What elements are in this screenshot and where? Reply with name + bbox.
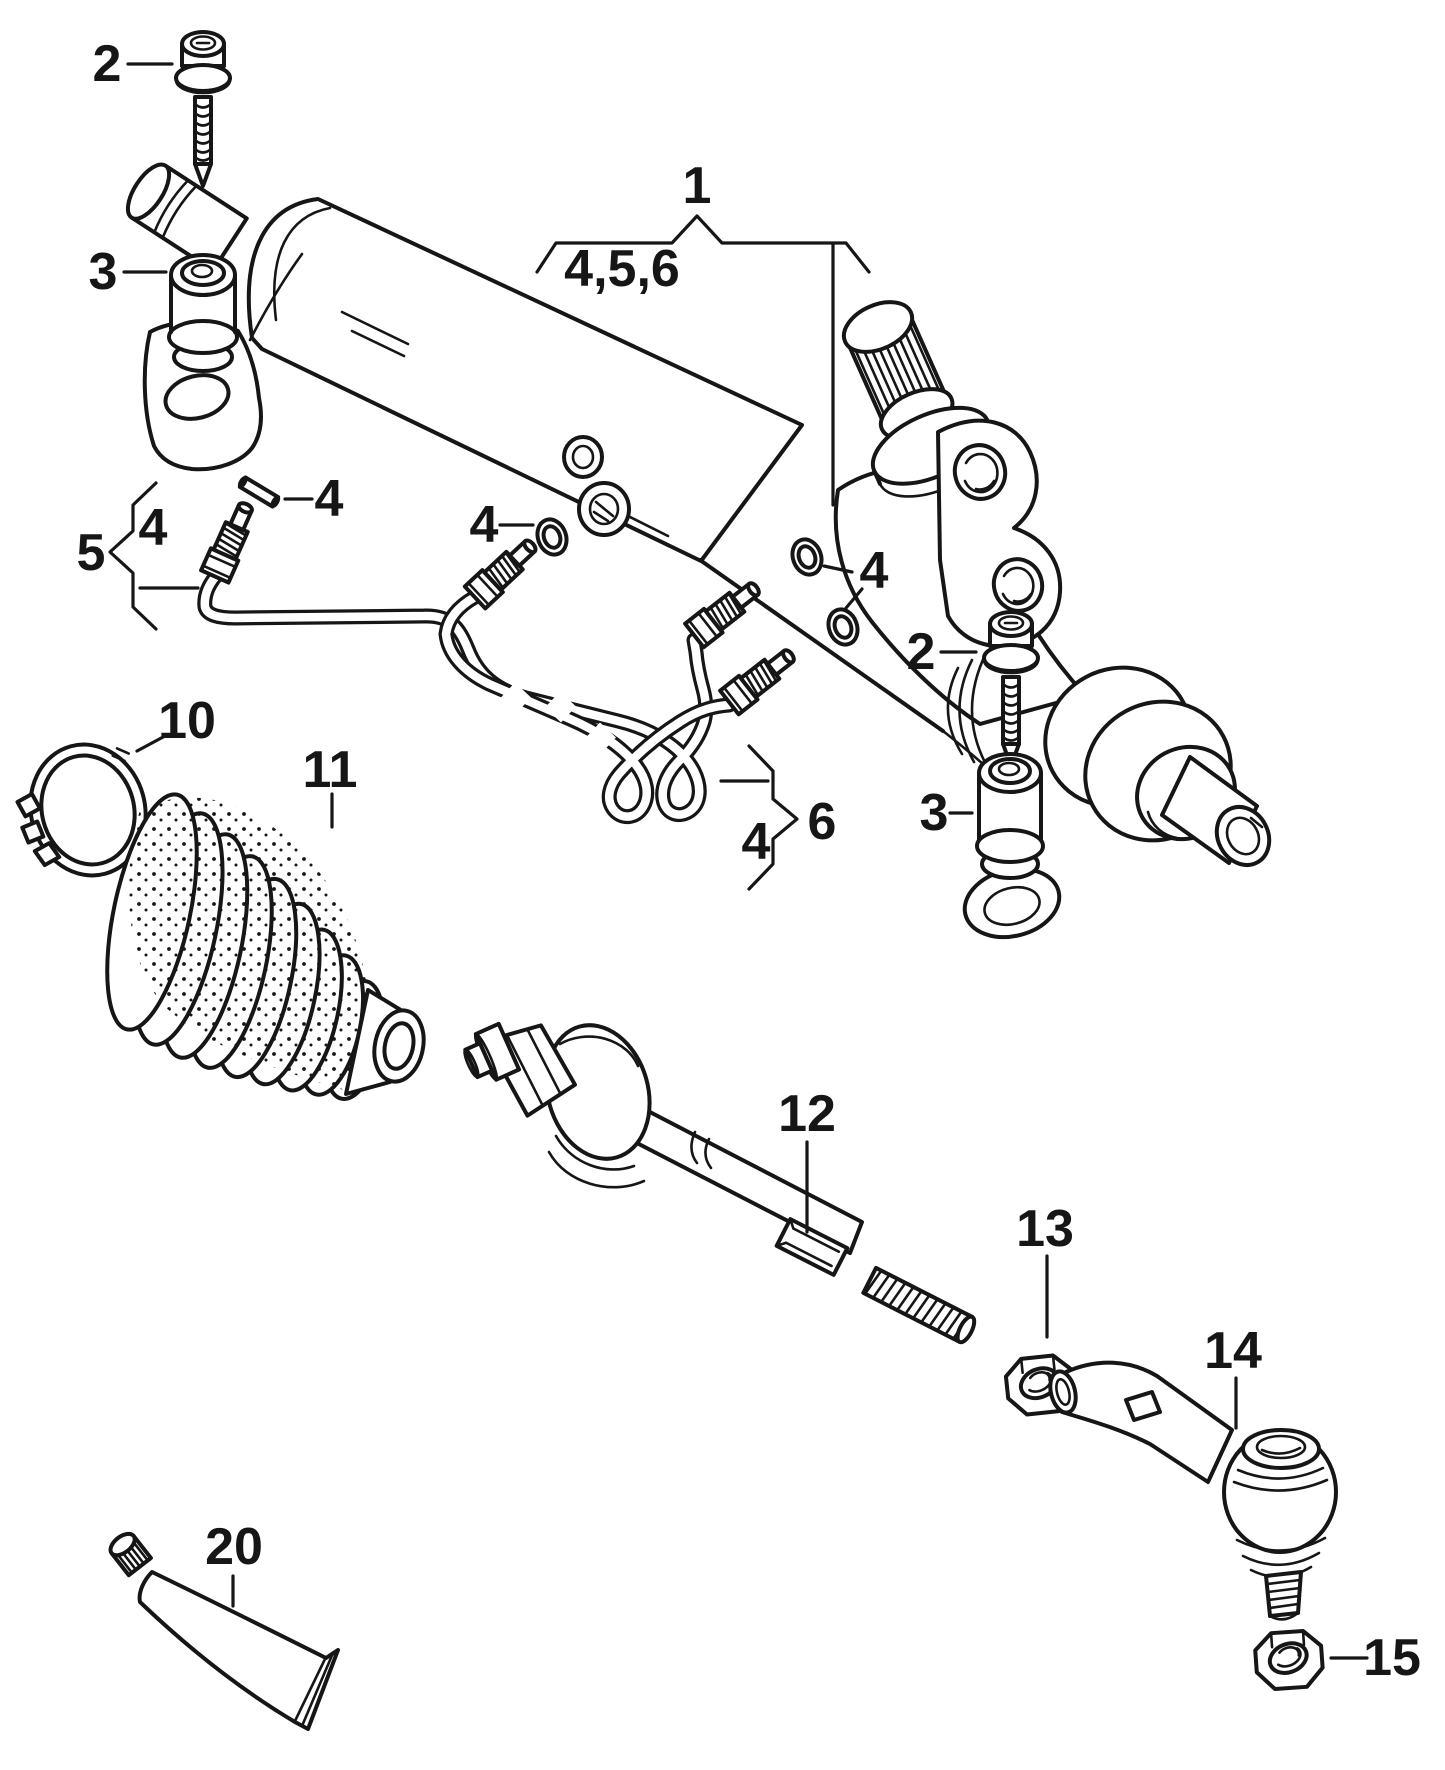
callout-screw-right: 2 bbox=[907, 623, 978, 681]
pipe-break bbox=[499, 682, 617, 754]
pipe-fitting-right-1 bbox=[683, 573, 768, 650]
callout-label: 6 bbox=[808, 793, 837, 851]
tie-rod-ball-socket bbox=[463, 1021, 652, 1189]
callout-label: 12 bbox=[778, 1085, 836, 1143]
pressure-pipe bbox=[197, 568, 714, 822]
return-pipe bbox=[438, 589, 737, 825]
callout-stud-nut: 15 bbox=[1329, 1629, 1421, 1687]
callout-screw-upper-left: 2 bbox=[93, 35, 174, 93]
pipe-fitting-left bbox=[199, 496, 263, 585]
seal-ring-upper bbox=[785, 533, 829, 581]
callout-label: 4 bbox=[139, 499, 168, 557]
boot-neck bbox=[344, 988, 426, 1096]
callout-bushing-right: 3 bbox=[920, 784, 974, 842]
port-boss-large bbox=[577, 481, 631, 537]
callout-assembly: 1 4,5,6 bbox=[535, 157, 871, 507]
bellows-boot bbox=[105, 792, 426, 1101]
pipe-fitting-right-2 bbox=[718, 640, 803, 717]
callout-lock-nut: 13 bbox=[1016, 1200, 1074, 1339]
callout-pipe-group-6: 6 4 bbox=[719, 744, 837, 891]
callout-label: 5 bbox=[77, 524, 106, 582]
callout-label: 2 bbox=[907, 623, 936, 681]
seal-ring-lower bbox=[821, 603, 865, 651]
callout-label: 1 bbox=[683, 157, 712, 215]
callout-pipe-group-5: 4 5 bbox=[77, 481, 200, 631]
tie-rod-end bbox=[1048, 1360, 1338, 1621]
rack-output-rod bbox=[1160, 755, 1272, 867]
callout-label: 13 bbox=[1016, 1200, 1074, 1258]
callout-clamp-ring: 10 bbox=[135, 692, 216, 753]
seal-pin bbox=[237, 475, 281, 509]
callout-label: 4 bbox=[742, 813, 771, 871]
port-boss-small bbox=[562, 435, 604, 479]
mounting-ear-upper-hole bbox=[952, 443, 1008, 501]
screw-upper-left bbox=[174, 30, 232, 188]
bushing-right bbox=[962, 752, 1062, 940]
tube-spigot bbox=[125, 162, 249, 273]
callout-label: 4 bbox=[315, 470, 344, 528]
callout-label: 10 bbox=[158, 692, 216, 750]
pipe-break bbox=[544, 691, 577, 723]
callout-label: 20 bbox=[205, 1518, 263, 1576]
callout-label: 4 bbox=[860, 542, 889, 600]
callout-seal-pin: 4 bbox=[283, 470, 344, 528]
mounting-ear-lower-hole bbox=[991, 557, 1045, 613]
bushing-left bbox=[167, 253, 239, 373]
callout-label: 3 bbox=[89, 243, 118, 301]
callout-mid-port-seal: 4 bbox=[470, 496, 535, 554]
callout-label: 4 bbox=[470, 496, 499, 554]
callout-grease-tube: 20 bbox=[205, 1518, 263, 1608]
seal-ring-mid bbox=[530, 513, 574, 561]
grease-tube bbox=[108, 1531, 340, 1731]
callout-bellows-boot: 11 bbox=[303, 741, 358, 829]
callout-label: 2 bbox=[93, 35, 122, 93]
stud-nut bbox=[1252, 1627, 1326, 1693]
callout-tie-rod-end: 14 bbox=[1204, 1322, 1262, 1430]
callout-inner-tie-rod: 12 bbox=[778, 1085, 836, 1234]
tie-rod-threads bbox=[861, 1265, 977, 1345]
inner-tie-rod bbox=[463, 1021, 977, 1345]
clamp-ring bbox=[15, 742, 148, 878]
callout-bushing-upper-left: 3 bbox=[89, 243, 168, 301]
callout-label: 15 bbox=[1363, 1629, 1421, 1687]
callout-valve-port-seals: 4 bbox=[822, 542, 889, 610]
callout-label: 11 bbox=[303, 741, 358, 799]
callout-label: 3 bbox=[920, 784, 949, 842]
callout-note: 4,5,6 bbox=[564, 240, 680, 298]
ball-stud bbox=[1264, 1570, 1303, 1621]
callout-label: 14 bbox=[1204, 1322, 1262, 1380]
